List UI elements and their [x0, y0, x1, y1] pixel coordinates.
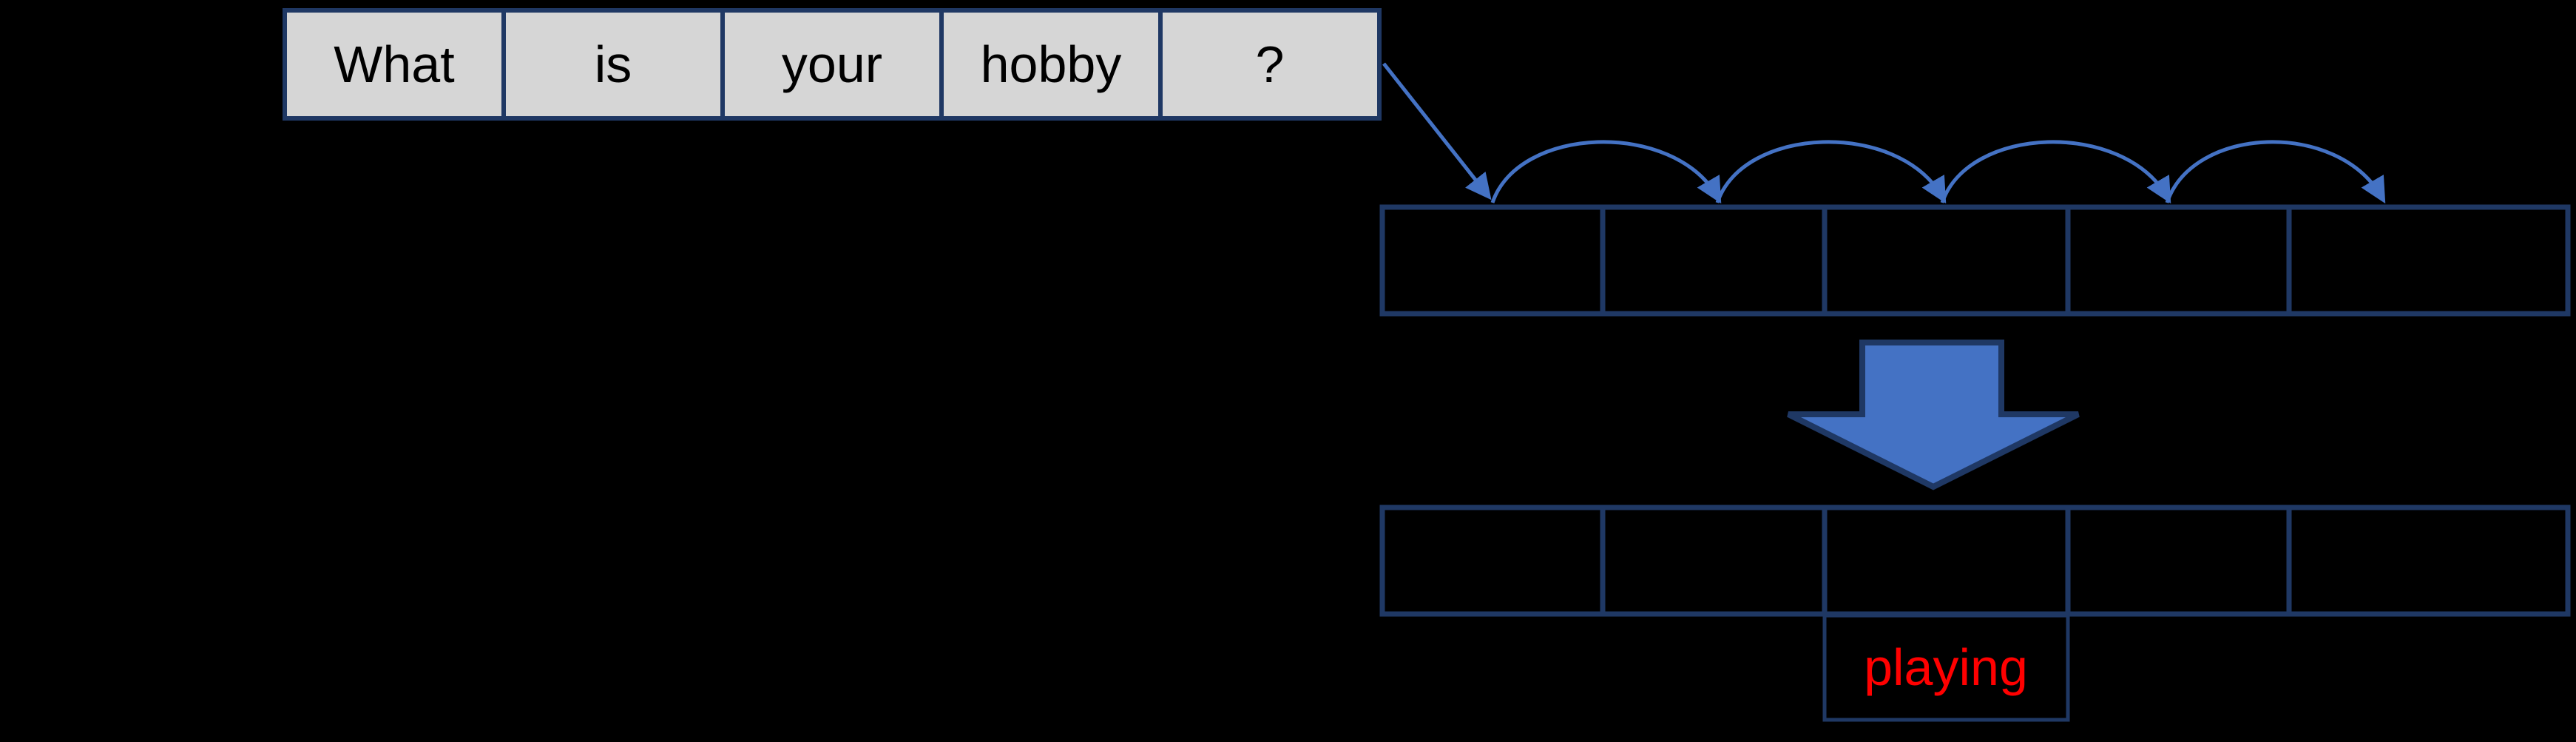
- question-row: What is your hobby ?: [283, 8, 1382, 121]
- hop-arcs: [1490, 140, 2386, 204]
- question-cell: [501, 8, 725, 121]
- hop-arc-icon-4: [2165, 140, 2386, 204]
- processing-cell: [2286, 204, 2571, 317]
- big-down-arrow-icon: [1787, 340, 2080, 490]
- hop-arc-icon-3: [1940, 140, 2171, 204]
- output-cell: [2286, 505, 2571, 617]
- question-cell: [283, 8, 506, 121]
- question-word: What: [334, 36, 454, 93]
- question-word: hobby: [981, 36, 1122, 93]
- processing-cell: [1822, 204, 2071, 317]
- question-word: your: [782, 36, 882, 93]
- question-cell: [720, 8, 944, 121]
- flow-arrow-icon: [1382, 62, 1492, 200]
- question-word: is: [595, 36, 632, 93]
- hop-arc-icon-2: [1715, 140, 1947, 204]
- output-cell: [1822, 505, 2071, 617]
- output-row: [1379, 505, 2571, 617]
- output-cell: [1600, 505, 1828, 617]
- predicted-word-cell: [1822, 613, 2070, 722]
- processing-cell: [1600, 204, 1828, 317]
- predicted-word-label: playing: [1864, 638, 2028, 696]
- prediction-box: playing: [1822, 613, 2070, 722]
- processing-cell: [2065, 204, 2292, 317]
- processing-cell: [1379, 204, 1606, 317]
- output-cell: [2065, 505, 2292, 617]
- question-cell: [1158, 8, 1382, 121]
- output-cell: [1379, 505, 1606, 617]
- question-word: ?: [1256, 36, 1285, 93]
- hop-arc-icon-1: [1490, 140, 1722, 204]
- processing-row: [1379, 204, 2571, 317]
